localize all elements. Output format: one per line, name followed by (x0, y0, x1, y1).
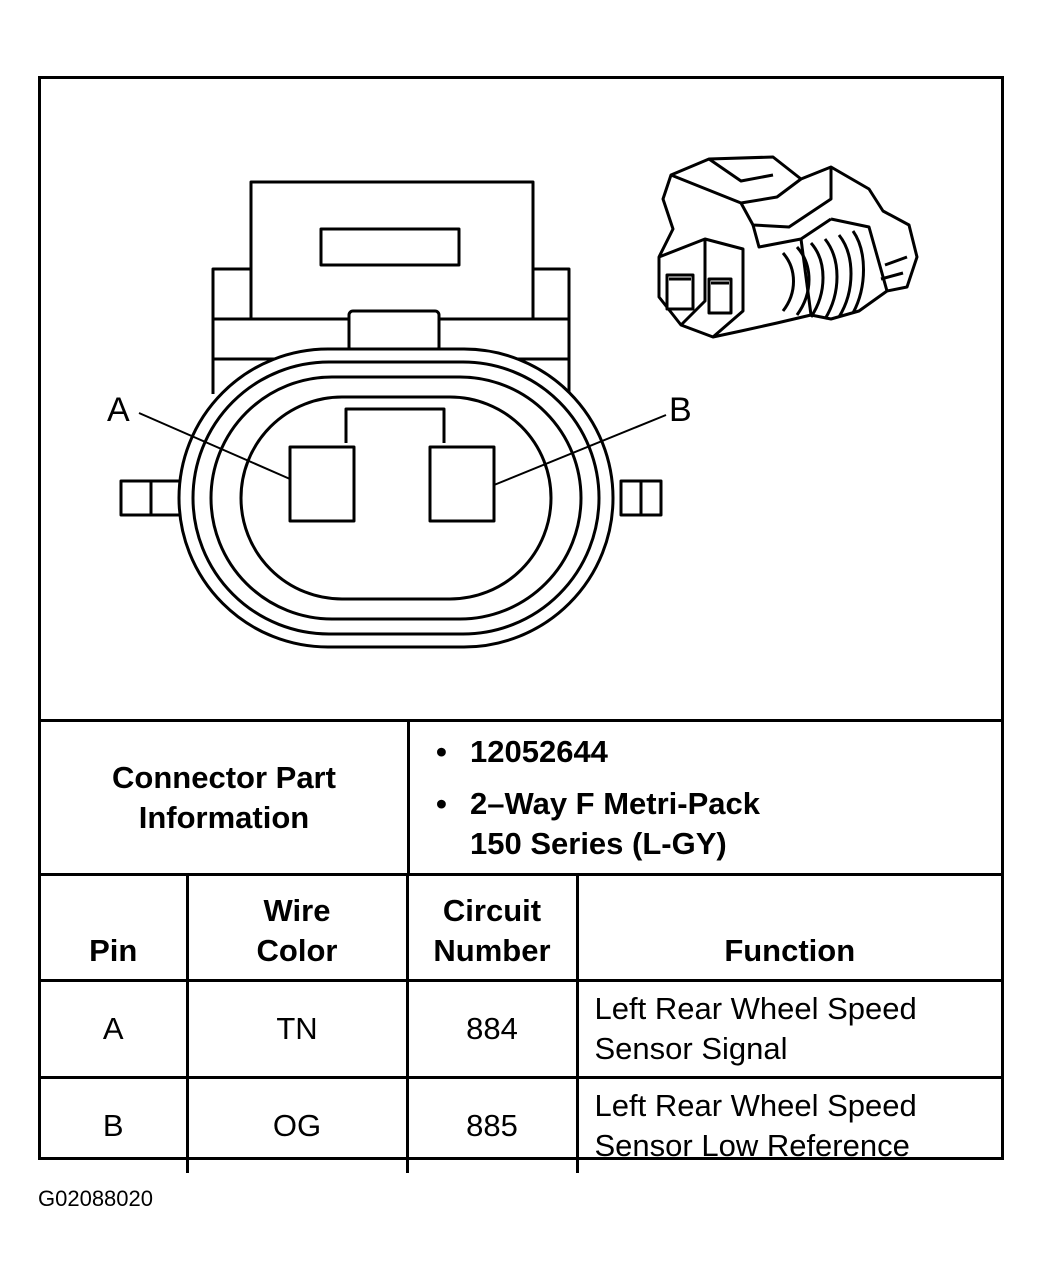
cell-pin: A (41, 979, 189, 1079)
connector-face (119, 180, 667, 649)
cell-pin: B (41, 1076, 189, 1173)
info-label-line1: Connector Part (112, 759, 336, 795)
header-circuit-number: Circuit Number (405, 873, 579, 982)
cell-wire-color: TN (185, 979, 409, 1079)
info-label-line2: Information (138, 799, 310, 835)
description-line2: 150 Series (L-GY) (470, 826, 727, 861)
table-header-row: Pin Wire Color Circuit Number Function (41, 873, 1001, 982)
table-row: A TN 884 Left Rear Wheel Speed Sensor Si… (41, 979, 1001, 1079)
terminal-a (288, 445, 356, 523)
part-number: 12052644 (470, 734, 608, 769)
connector-diagram: A B (107, 155, 919, 649)
cell-circuit-number: 885 (405, 1076, 579, 1173)
description-item: • 2–Way F Metri-Pack 150 Series (L-GY) (436, 784, 761, 864)
cell-function: Left Rear Wheel Speed Sensor Low Referen… (575, 1076, 1001, 1173)
cell-circuit-number: 884 (405, 979, 579, 1079)
bullet-icon: • (436, 786, 447, 821)
diagram-frame: A B Connector Part Information • 1205264… (38, 76, 1004, 1173)
part-number-item: • 12052644 (436, 732, 608, 772)
connector-part-info-label: Connector Part Information (41, 722, 410, 873)
bullet-icon: • (436, 734, 447, 769)
header-function: Function (575, 873, 1001, 982)
header-wire-color: Wire Color (185, 873, 409, 982)
pin-label-b: B (669, 391, 692, 429)
table-row: B OG 885 Left Rear Wheel Speed Sensor Lo… (41, 1076, 1001, 1173)
cell-function: Left Rear Wheel Speed Sensor Signal (575, 979, 1001, 1079)
terminal-b (428, 445, 496, 523)
cell-wire-color: OG (185, 1076, 409, 1173)
figure-id: G02088020 (38, 1186, 153, 1211)
header-pin: Pin (41, 873, 189, 982)
connector-part-info-list: • 12052644 • 2–Way F Metri-Pack 150 Seri… (410, 722, 1001, 873)
pin-table: Pin Wire Color Circuit Number Function A… (41, 873, 1001, 1173)
description-line1: 2–Way F Metri-Pack (470, 786, 761, 821)
connector-isometric-view (657, 155, 919, 339)
connector-part-info-row: Connector Part Information • 12052644 • … (41, 719, 1001, 876)
pin-label-a: A (107, 391, 130, 429)
